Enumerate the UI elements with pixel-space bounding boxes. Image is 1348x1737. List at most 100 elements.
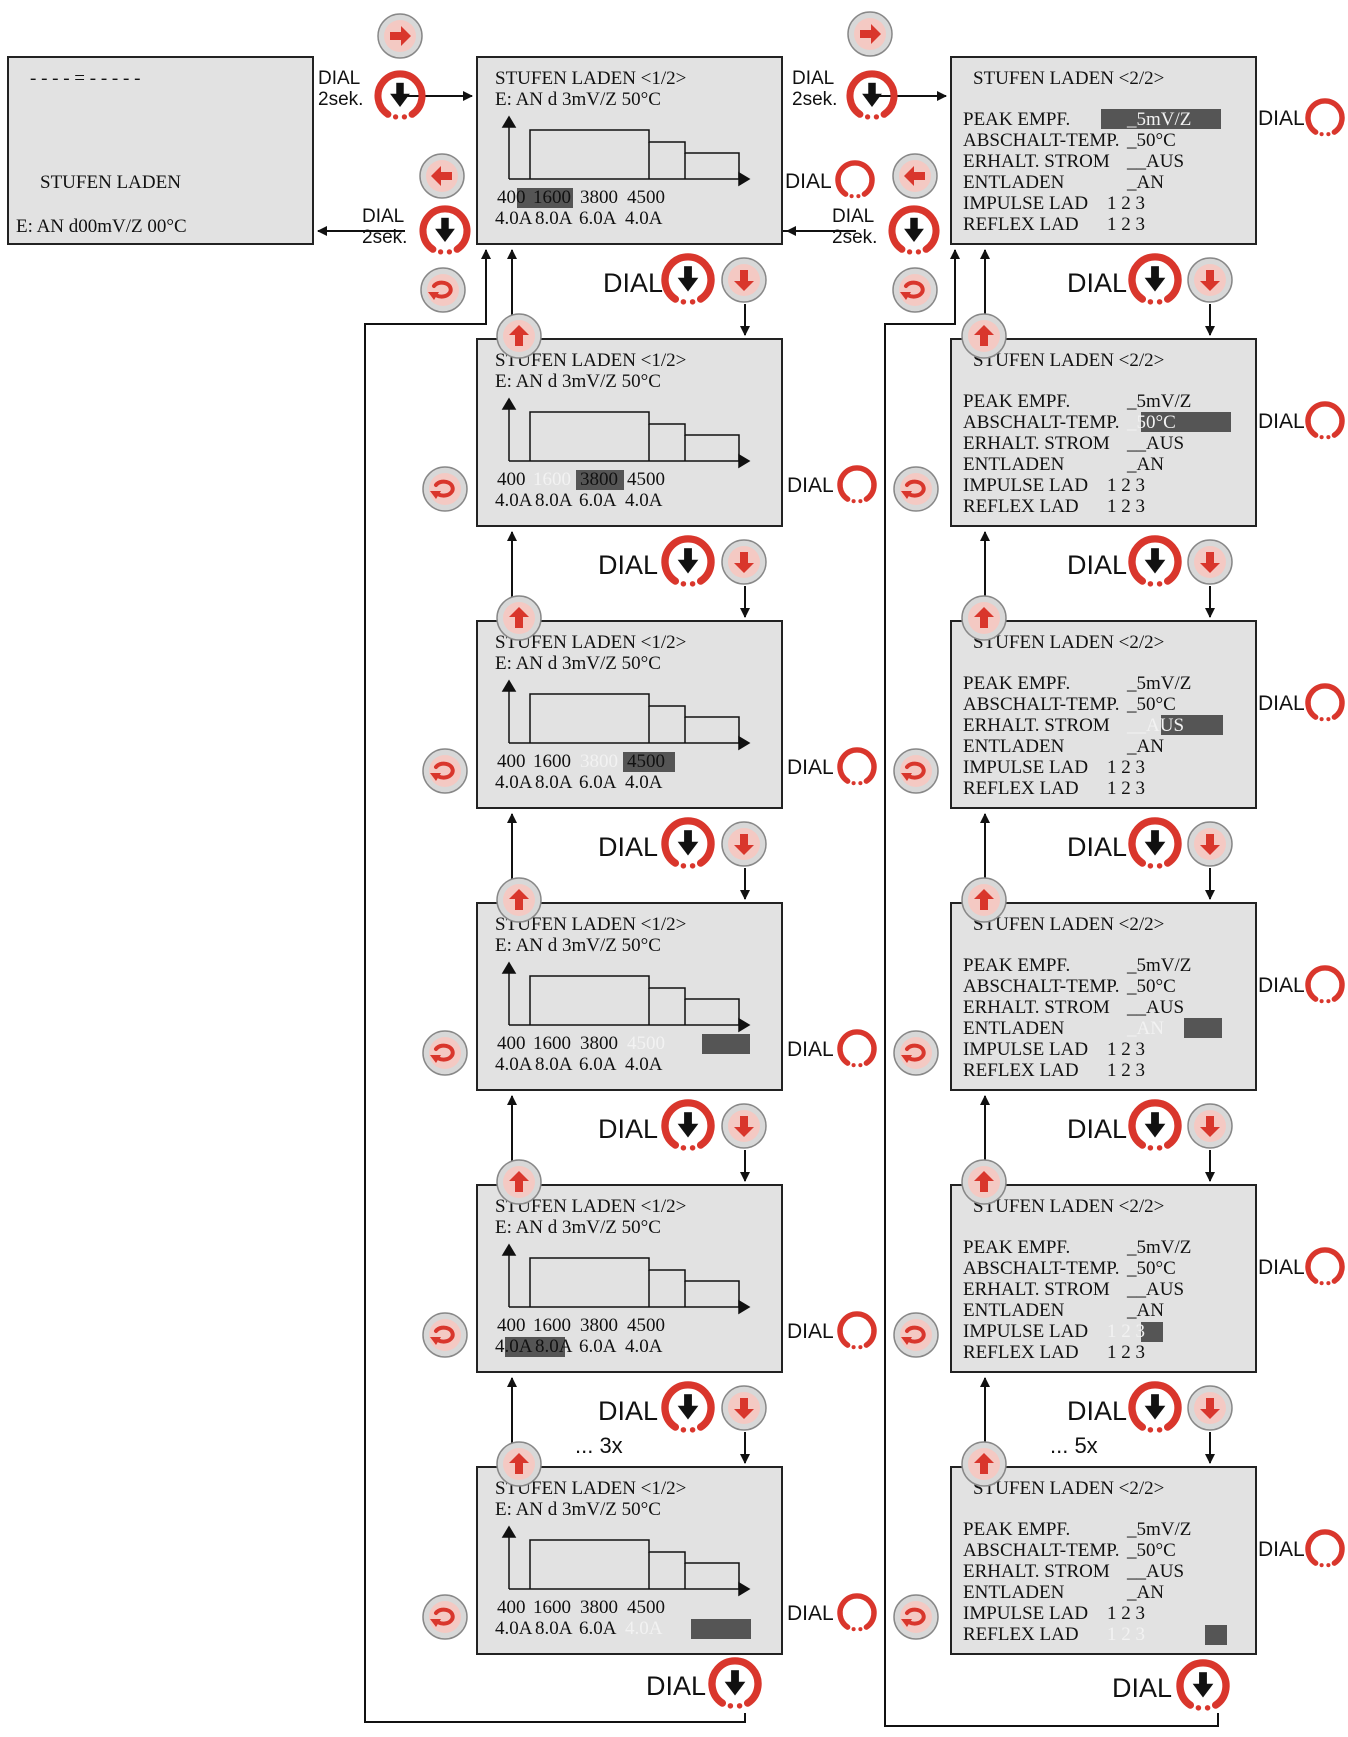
charge-profile-graph xyxy=(501,397,751,469)
current-value-1: 8.0A xyxy=(535,772,573,793)
setting-label-4: IMPULSE LAD xyxy=(963,1321,1088,1342)
current-value-3: 4.0A xyxy=(625,1618,663,1639)
selection-highlight xyxy=(1101,109,1221,129)
dial-label: DIAL xyxy=(646,1671,706,1701)
arrow-up-icon xyxy=(961,1159,1007,1205)
setting-value-1: _50°C xyxy=(1126,1258,1176,1279)
dial-label: DIAL xyxy=(1067,550,1127,580)
current-value-3: 4.0A xyxy=(625,490,663,511)
setting-value-5: 1 2 3 xyxy=(1107,1060,1145,1081)
setting-value-0: _5mV/Z xyxy=(1126,391,1191,412)
arrow-down-icon xyxy=(1187,1103,1233,1149)
selection-highlight xyxy=(1141,412,1231,432)
back-icon xyxy=(893,466,939,512)
capacity-value-0: 400 xyxy=(497,751,526,772)
setting-value-4: 1 2 3 xyxy=(1107,757,1145,778)
screen-title: STUFEN LADEN <2/2> xyxy=(973,68,1164,89)
dial-label: DIAL xyxy=(1112,1673,1172,1703)
arrow-down-icon xyxy=(1187,257,1233,303)
right-screen: STUFEN LADEN <2/2>PEAK EMPF._5mV/ZABSCHA… xyxy=(950,1466,1257,1655)
setting-label-4: IMPULSE LAD xyxy=(963,193,1088,214)
selection-highlight xyxy=(1141,1322,1163,1342)
back-icon xyxy=(422,748,468,794)
charge-profile-graph xyxy=(501,115,751,187)
dial-label: DIAL xyxy=(787,1038,834,1061)
dial-hold-label: DIAL xyxy=(792,68,834,89)
setting-label-1: ABSCHALT-TEMP. xyxy=(963,1540,1119,1561)
setting-value-1: _50°C xyxy=(1126,1540,1176,1561)
screen-frame xyxy=(476,56,783,245)
current-value-1: 8.0A xyxy=(535,490,573,511)
setting-label-4: IMPULSE LAD xyxy=(963,1603,1088,1624)
capacity-value-2: 3800 xyxy=(580,1033,618,1054)
screen-frame xyxy=(950,1184,1257,1373)
dial-press-icon xyxy=(661,1099,715,1151)
capacity-value-1: 1600 xyxy=(533,751,571,772)
dial-rotate-icon xyxy=(1305,683,1345,722)
dial-press-icon xyxy=(1128,253,1182,305)
connector-lines xyxy=(317,91,1219,1727)
capacity-value-0: 400 xyxy=(497,1315,526,1336)
setting-value-5: 1 2 3 xyxy=(1107,1624,1145,1645)
dial-rotate-icon xyxy=(835,160,875,199)
start-screen-line-3: E: AN d00mV/Z 00°C xyxy=(16,216,187,237)
setting-label-2: ERHALT. STROM xyxy=(963,715,1110,736)
dial-hold-seconds-label: 2sek. xyxy=(832,227,877,248)
screen-title: STUFEN LADEN <2/2> xyxy=(973,350,1164,371)
setting-label-5: REFLEX LAD xyxy=(963,1624,1079,1645)
connector-line xyxy=(364,249,746,1723)
dial-press-icon xyxy=(661,535,715,587)
capacity-value-3: 4500 xyxy=(627,469,665,490)
right-column-screens: STUFEN LADEN <2/2>PEAK EMPF._5mV/ZABSCHA… xyxy=(950,56,1257,1655)
capacity-value-3: 4500 xyxy=(627,751,665,772)
selection-highlight xyxy=(623,752,675,772)
selection-highlight xyxy=(517,188,573,208)
setting-label-3: ENTLADEN xyxy=(963,1582,1065,1603)
setting-label-5: REFLEX LAD xyxy=(963,1060,1079,1081)
setting-value-0: _5mV/Z xyxy=(1126,1237,1191,1258)
charge-profile-graph xyxy=(501,679,751,751)
dial-press-icon xyxy=(1176,1659,1230,1711)
selection-highlight xyxy=(702,1034,750,1054)
setting-value-3: _AN xyxy=(1126,1300,1164,1321)
dial-rotate-icon xyxy=(1305,1529,1345,1568)
dial-hold-label: DIAL xyxy=(832,206,874,227)
current-value-2: 6.0A xyxy=(579,1054,617,1075)
arrow-up-icon xyxy=(496,595,542,641)
setting-label-1: ABSCHALT-TEMP. xyxy=(963,412,1119,433)
arrow-right-icon xyxy=(377,13,423,59)
right-screen: STUFEN LADEN <2/2>PEAK EMPF._5mV/ZABSCHA… xyxy=(950,902,1257,1091)
screen-title: STUFEN LADEN <1/2> xyxy=(495,632,686,653)
arrow-up-icon xyxy=(961,877,1007,923)
setting-value-3: _AN xyxy=(1126,1582,1164,1603)
dial-rotate-icon xyxy=(1305,1247,1345,1286)
selection-highlight xyxy=(1205,1625,1227,1645)
current-value-2: 6.0A xyxy=(579,490,617,511)
capacity-value-1: 1600 xyxy=(533,1597,571,1618)
dial-label: DIAL xyxy=(1067,832,1127,862)
dial-label: DIAL xyxy=(1067,1396,1127,1426)
current-value-3: 4.0A xyxy=(625,1336,663,1357)
start-screen-frame xyxy=(7,56,314,245)
back-icon xyxy=(422,1594,468,1640)
current-value-0: 4.0A xyxy=(495,490,533,511)
screen-frame xyxy=(950,338,1257,527)
dial-label: DIAL xyxy=(598,1396,658,1426)
capacity-value-0: 400 xyxy=(497,1033,526,1054)
capacity-value-3: 4500 xyxy=(627,1315,665,1336)
capacity-value-1: 1600 xyxy=(533,1033,571,1054)
dial-hold-seconds-label: 2sek. xyxy=(792,89,837,110)
current-value-3: 4.0A xyxy=(625,772,663,793)
dial-press-icon xyxy=(419,205,471,255)
arrow-up-icon xyxy=(496,1441,542,1487)
capacity-value-3: 4500 xyxy=(627,1033,665,1054)
setting-value-3: _AN xyxy=(1126,1018,1164,1039)
capacity-value-3: 4500 xyxy=(627,187,665,208)
arrow-down-icon xyxy=(1187,1385,1233,1431)
setting-label-2: ERHALT. STROM xyxy=(963,1561,1110,1582)
